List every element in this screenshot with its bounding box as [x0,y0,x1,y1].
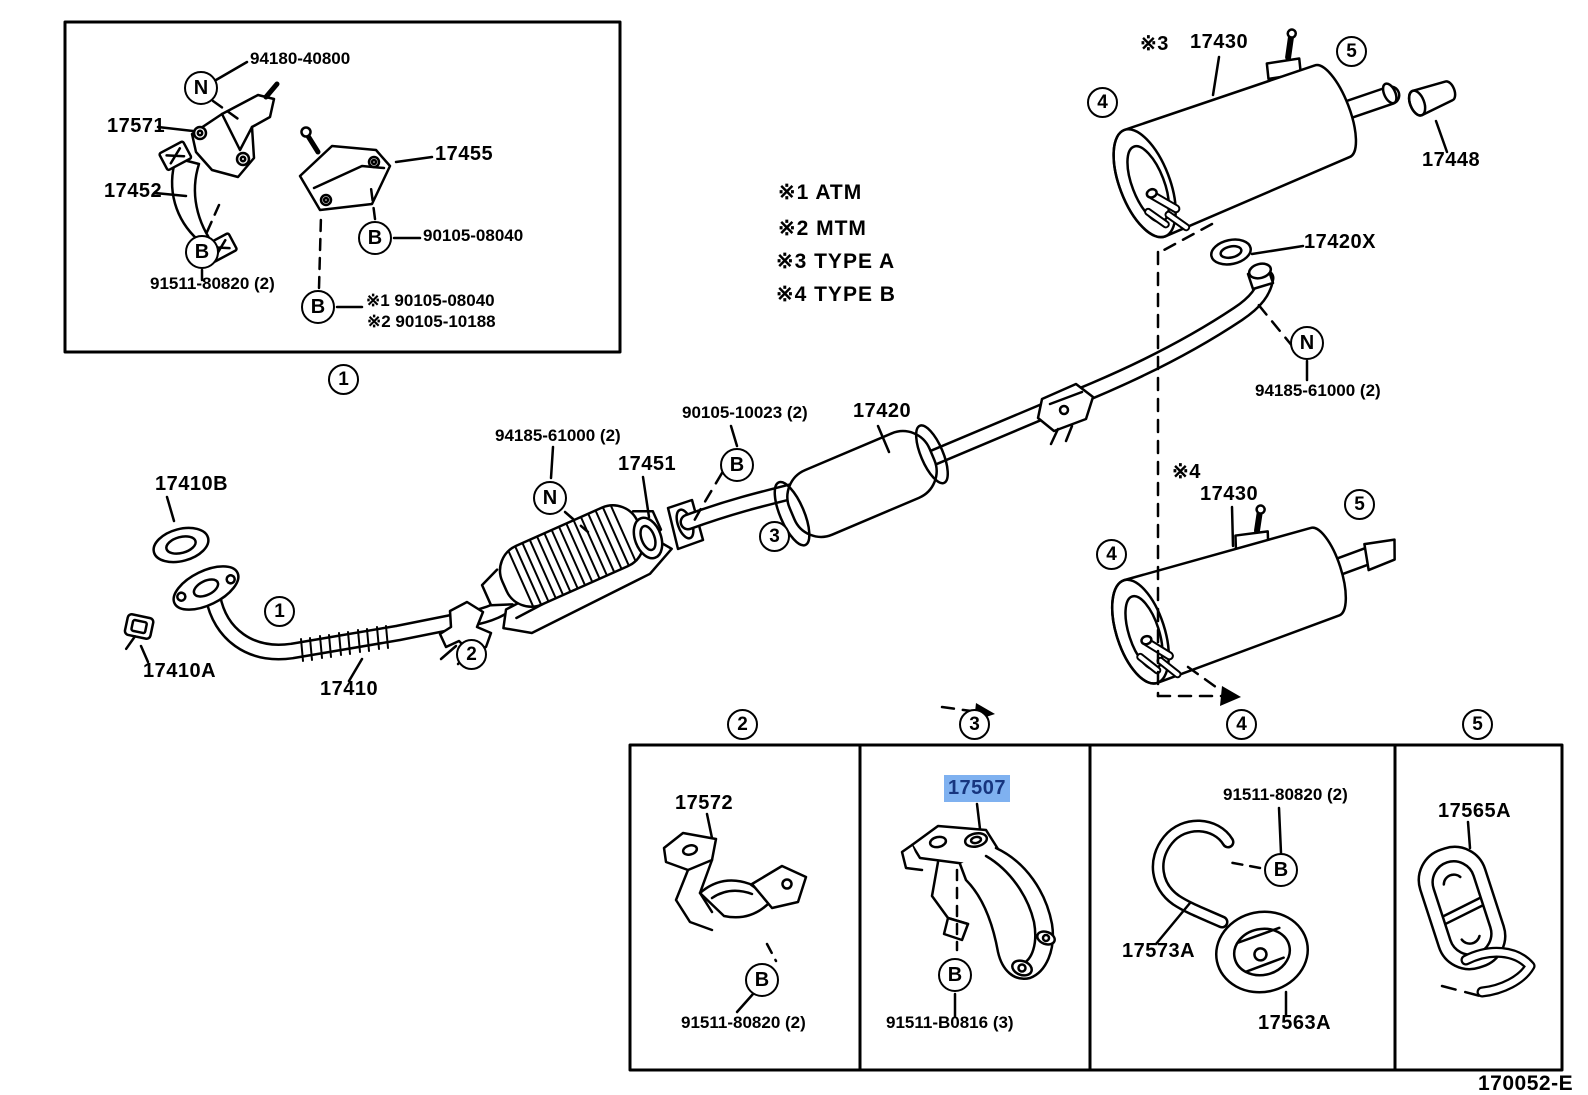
panel-bracket-17507 [900,802,1056,1018]
panel4-leaders [1277,806,1288,1018]
callout-5-panel: 5 [1462,709,1493,740]
part-label-alt1-90105-08040: ※1 90105-08040 [366,291,495,310]
nut-connector-badge: N [184,71,218,105]
panel2-dashed [765,942,778,963]
callout-2-pipe: 2 [456,639,487,670]
part-label-94185-61000-mid: 94185-61000 (2) [495,426,621,445]
bolt-connector-badge: B [358,221,392,255]
bolt-connector-badge: B [1264,853,1298,887]
type3-marker: ※3 [1140,33,1169,55]
panel-bracket-17572 [662,812,808,1014]
bolt-connector-badge: B [938,958,972,992]
part-label-17455: 17455 [435,143,494,165]
part-label-17507-highlighted[interactable]: 17507 [944,775,1010,802]
part-label-17571: 17571 [107,115,166,137]
type4-marker: ※4 [1172,461,1201,483]
callout-1-pipe: 1 [264,596,295,627]
part-label-90105-08040: 90105-08040 [423,226,524,245]
legend-item-type-b: ※4 TYPE B [776,283,896,306]
bracket-17571 [190,81,280,179]
inset-box-frame [63,20,622,354]
bolt-connector-badge: B [745,963,779,997]
bolt-connector-badge: B [185,235,219,269]
part-label-17410: 17410 [320,678,379,700]
panel5-hook [1440,820,1536,999]
panel-hook-17573a [1151,819,1235,946]
pipe-tip-cup [1246,262,1275,291]
callout-2-panel: 2 [727,709,758,740]
bolt-17410a [123,613,155,651]
callout-4-type-b: 4 [1096,539,1127,570]
drawing-code: 170052-E [1478,1072,1574,1095]
pipe-hanger-bracket-3 [1036,382,1095,446]
inset-dashed-links [205,99,377,290]
callout-1-inset: 1 [328,364,359,395]
dashed-arrowheads [974,686,1241,721]
part-label-17572: 17572 [675,792,734,814]
part-label-17430-type-a: 17430 [1190,31,1249,53]
front-pipe-17410 [172,565,545,662]
callout-5-type-a: 5 [1336,36,1367,67]
rear-muffler-type-a [1112,28,1401,239]
callout-4-panel: 4 [1226,709,1257,740]
nut-connector-badge: N [1290,326,1324,360]
part-label-91511-80820-panel4: 91511-80820 (2) [1223,785,1348,804]
callout-5-type-b: 5 [1344,489,1375,520]
callout-3-panel: 3 [959,709,990,740]
bolt-connector-badge: B [720,448,754,482]
part-label-17420x: 17420X [1304,231,1376,253]
front-flange [172,565,240,611]
part-label-17452: 17452 [104,180,163,202]
part-label-17448: 17448 [1422,149,1481,171]
part-label-91511-b0816: 91511-B0816 (3) [886,1013,1014,1032]
part-label-17573a: 17573A [1122,940,1196,962]
part-label-94185-61000-right: 94185-61000 (2) [1255,381,1381,400]
part-label-17410a: 17410A [143,660,217,682]
panel-grommet-17563a [1214,910,1310,994]
main-dashed-links [563,222,1295,714]
legend-item-mtm: ※2 MTM [778,217,867,240]
flex-corrugations [300,625,389,662]
gasket-17410b [152,526,210,564]
resonator [773,424,949,547]
legend-item-atm: ※1 ATM [778,181,863,204]
main-leader-lines [139,55,1449,683]
callout-3-pipe: 3 [759,521,790,552]
part-label-17451: 17451 [618,453,677,475]
part-label-17430-type-b: 17430 [1200,483,1259,505]
gasket-17451 [632,516,664,560]
bolt-connector-badge: B [301,290,335,324]
legend-item-type-a: ※3 TYPE A [776,250,896,273]
part-label-17565a: 17565A [1438,800,1512,822]
gasket-17420x [1210,238,1252,266]
part-label-alt2-90105-10188: ※2 90105-10188 [367,312,496,331]
inset-leader-lines [153,60,434,309]
part-label-17410b: 17410B [155,473,229,495]
rear-muffler-type-b [1110,504,1396,685]
part-label-91511-80820-panel2: 91511-80820 (2) [681,1013,806,1032]
insulator-17455 [298,126,392,212]
part-label-90105-10023: 90105-10023 (2) [682,403,808,422]
reference-panel-frame [628,743,1564,1072]
part-label-91511-80820: 91511-80820 (2) [150,274,275,293]
panel4-dashed [1226,860,1262,870]
part-label-17420: 17420 [853,400,912,422]
center-pipe-17420 [679,262,1275,547]
part-label-94180-40800: 94180-40800 [250,49,351,68]
nut-connector-badge: N [533,481,567,515]
part-label-17563a: 17563A [1258,1012,1332,1034]
tailpipe-tip-17448 [1407,80,1457,117]
callout-4-type-a: 4 [1087,87,1118,118]
